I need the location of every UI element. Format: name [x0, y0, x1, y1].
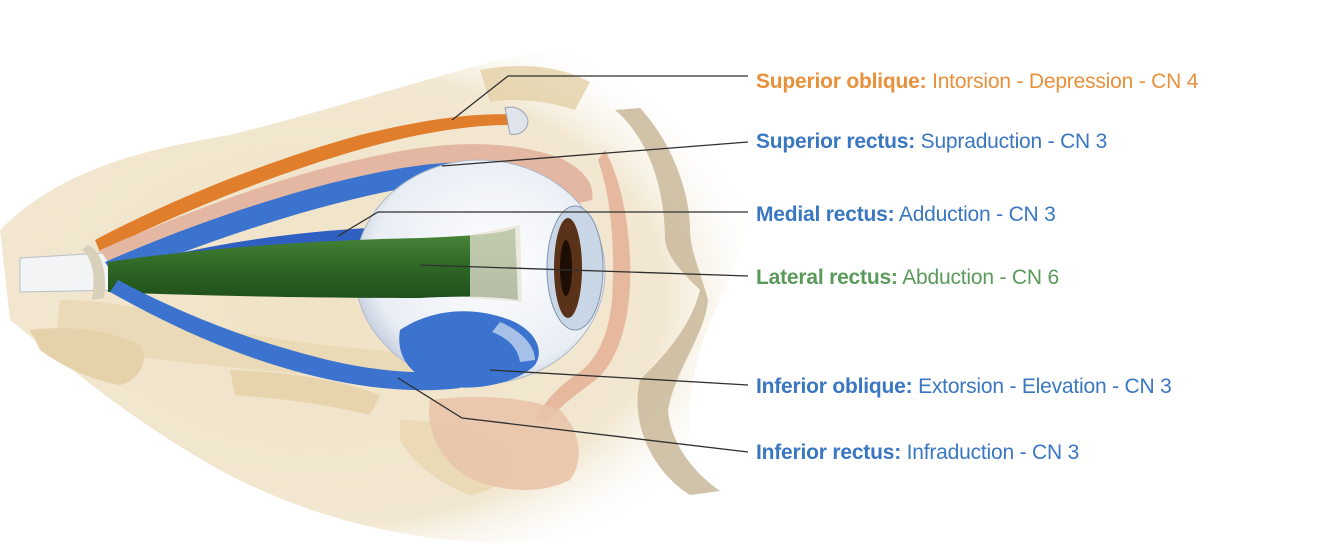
label-inferior-rectus: Inferior rectus: Infraduction - CN 3 [756, 440, 1079, 466]
label-superior-rectus-name: Superior rectus: [756, 130, 915, 153]
label-superior-rectus: Superior rectus: Supraduction - CN 3 [756, 129, 1107, 155]
label-superior-oblique-desc: Intorsion - Depression - CN 4 [926, 70, 1198, 93]
label-superior-oblique-name: Superior oblique: [756, 70, 926, 93]
label-lateral-rectus-desc: Abduction - CN 6 [898, 266, 1059, 289]
label-superior-oblique: Superior oblique: Intorsion - Depression… [756, 69, 1198, 95]
label-inferior-rectus-name: Inferior rectus: [756, 441, 901, 464]
label-lateral-rectus-name: Lateral rectus: [756, 266, 898, 289]
label-medial-rectus: Medial rectus: Adduction - CN 3 [756, 202, 1056, 228]
label-inferior-rectus-desc: Infraduction - CN 3 [901, 441, 1079, 464]
label-inferior-oblique-desc: Extorsion - Elevation - CN 3 [912, 375, 1171, 398]
label-inferior-oblique: Inferior oblique: Extorsion - Elevation … [756, 374, 1172, 400]
label-medial-rectus-name: Medial rectus: [756, 203, 894, 226]
label-inferior-oblique-name: Inferior oblique: [756, 375, 912, 398]
label-lateral-rectus: Lateral rectus: Abduction - CN 6 [756, 265, 1059, 291]
label-medial-rectus-desc: Adduction - CN 3 [894, 203, 1055, 226]
label-superior-rectus-desc: Supraduction - CN 3 [915, 130, 1107, 153]
